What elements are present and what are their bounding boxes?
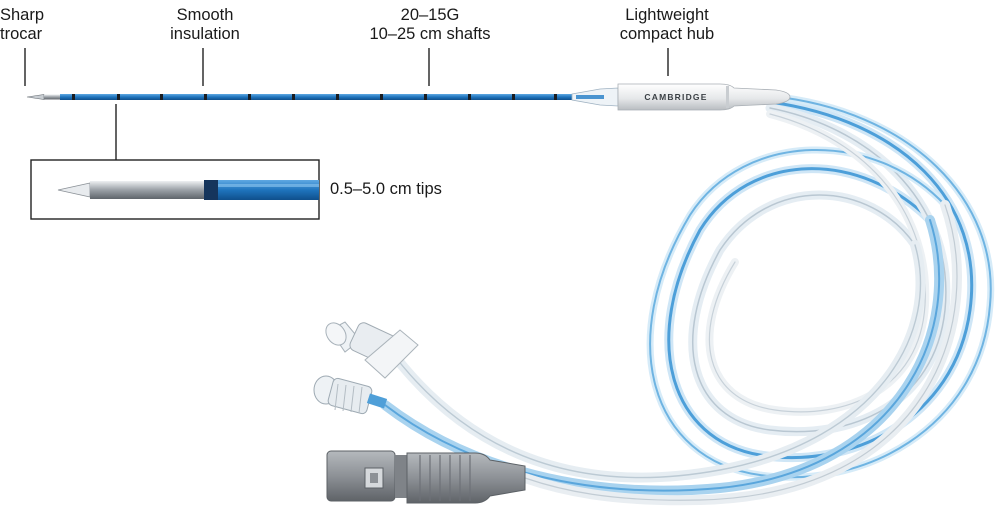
label-line: Sharp [0, 6, 45, 24]
coiled-tubing [380, 92, 995, 506]
label-tips: 0.5–5.0 cm tips [330, 180, 442, 198]
depth-markings [72, 94, 557, 100]
electrical-connector [326, 450, 526, 504]
label-line: 20–15G [400, 6, 460, 24]
luer-connector-1 [325, 321, 419, 379]
label-gauge-shafts: 20–15G 10–25 cm shafts [342, 6, 518, 44]
trocar-tip [26, 94, 45, 100]
insulated-shaft [60, 94, 572, 100]
label-line: Smooth [176, 6, 234, 24]
zoom-steel-tip [90, 181, 204, 199]
leader-lines [24, 48, 669, 160]
label-line: Lightweight [625, 6, 709, 24]
label-line: 10–25 cm shafts [369, 25, 491, 43]
tip-zoom-inset [30, 159, 320, 220]
label-line: compact hub [619, 25, 715, 43]
label-line: trocar [0, 25, 43, 43]
cannula-shaft [26, 87, 619, 107]
label-compact-hub: Lightweight compact hub [606, 6, 728, 44]
luer-connector-2 [313, 375, 388, 415]
hub-brand: CAMBRIDGE [644, 92, 707, 102]
steel-segment [44, 94, 60, 100]
label-line: insulation [170, 25, 240, 43]
hub: CAMBRIDGE [617, 83, 791, 111]
zoom-insulation-edge [204, 180, 218, 200]
zoom-insulation [218, 180, 319, 200]
label-sharp-trocar: Sharp trocar [0, 6, 44, 44]
label-smooth-insulation: Smooth insulation [157, 6, 253, 44]
